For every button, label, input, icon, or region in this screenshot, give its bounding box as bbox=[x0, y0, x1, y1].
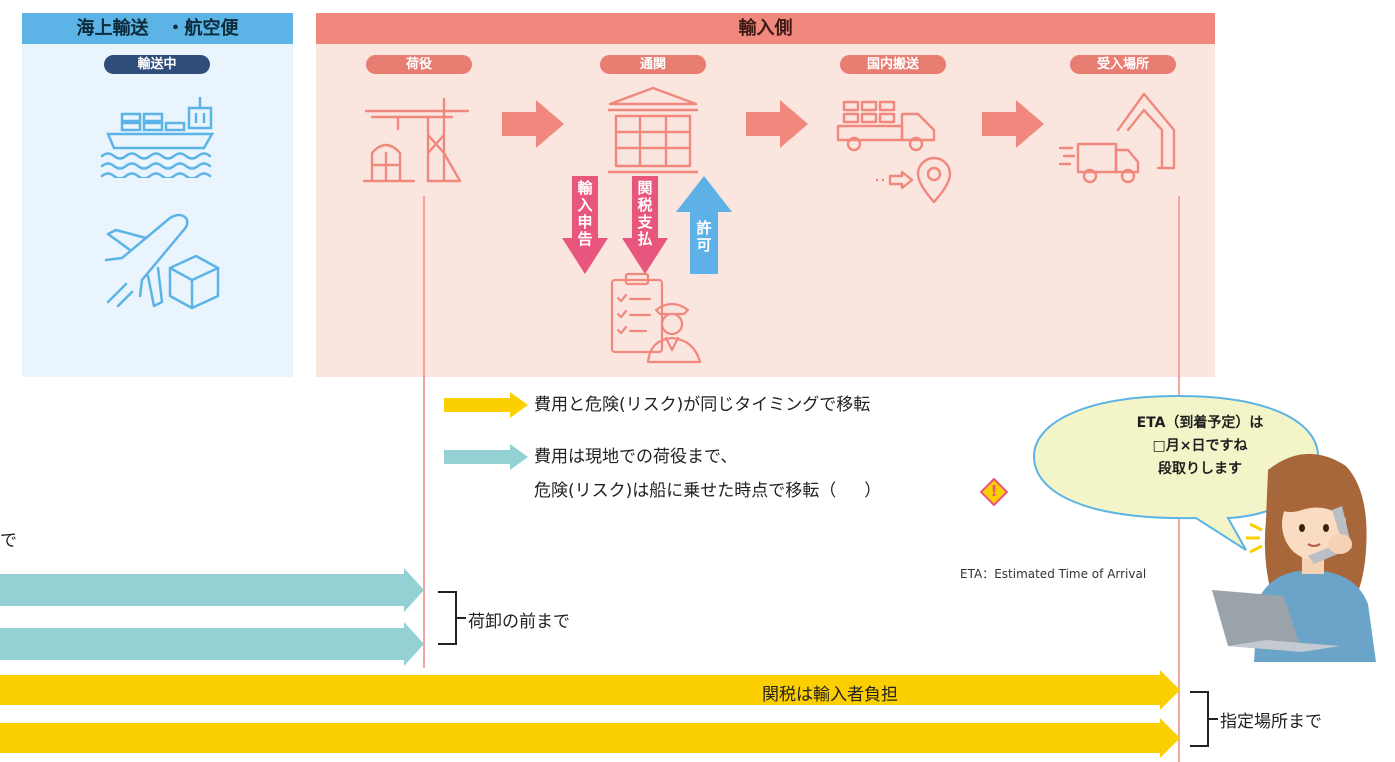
teal-cost-bar bbox=[0, 568, 424, 612]
permission-text: 許可 bbox=[696, 219, 712, 254]
speech-line-2: □月×日ですね bbox=[1152, 438, 1248, 454]
transport-panel-header: 海上輸送 ・航空便 bbox=[22, 13, 293, 44]
unloading-reference-line bbox=[423, 196, 425, 668]
operator-illustration bbox=[1212, 453, 1376, 662]
in-transit-pill: 輸送中 bbox=[104, 55, 210, 74]
yellow-bar-text: 関税は輸入者負担 bbox=[762, 685, 898, 705]
customs-officer-icon bbox=[610, 272, 702, 364]
duty-payment-arrow bbox=[622, 176, 668, 274]
warning-mark: ! bbox=[990, 482, 998, 500]
speech-line-3: 段取りします bbox=[1158, 461, 1242, 477]
legend-yellow-arrow bbox=[444, 392, 528, 418]
teal-bracket bbox=[438, 591, 466, 645]
ship-icon bbox=[100, 96, 215, 178]
import-panel bbox=[316, 13, 1215, 377]
teal-risk-bar bbox=[0, 622, 424, 666]
step-pill-receiving-place: 受入場所 bbox=[1070, 55, 1176, 74]
yellow-cost-bar bbox=[0, 670, 1180, 710]
step-pill-domestic-transport: 国内搬送 bbox=[840, 55, 946, 74]
speech-bubble bbox=[1032, 394, 1320, 551]
step-pill-customs: 通関 bbox=[600, 55, 706, 74]
import-panel-header: 輸入側 bbox=[316, 13, 1215, 44]
speech-line-1: ETA（到着予定）は bbox=[1136, 415, 1264, 431]
customs-building-icon bbox=[608, 86, 698, 174]
flow-arrow-3 bbox=[982, 100, 1044, 148]
crane-icon bbox=[362, 97, 470, 183]
import-declaration-text: 輸入申告 bbox=[577, 179, 593, 248]
warehouse-icon bbox=[1058, 92, 1176, 184]
import-declaration-arrow bbox=[562, 176, 608, 274]
eta-note: ETA：Estimated Time of Arrival bbox=[960, 567, 1147, 581]
legend-teal-text-line2: 危険(リスク)は船に乗せた時点で移転（ ） bbox=[534, 479, 881, 503]
speech-bubble-text: ETA（到着予定）は □月×日ですね 段取りします bbox=[1060, 412, 1340, 481]
yellow-risk-bar bbox=[0, 718, 1180, 758]
flow-arrow-2 bbox=[746, 100, 808, 148]
duty-payment-text: 関税支払 bbox=[637, 179, 653, 248]
yellow-bracket-label: 指定場所まで bbox=[1220, 712, 1322, 732]
airplane-cargo-icon bbox=[104, 213, 220, 310]
warning-diamond-icon bbox=[980, 478, 1008, 506]
permission-arrow bbox=[676, 176, 732, 274]
teal-bracket-label: 荷卸の前まで bbox=[468, 612, 570, 632]
flow-arrow-1 bbox=[502, 100, 564, 148]
truck-icon bbox=[836, 100, 936, 152]
cut-off-text-fragment: で bbox=[0, 531, 17, 551]
legend-teal-text-after: ） bbox=[864, 481, 882, 501]
step-pill-unloading: 荷役 bbox=[366, 55, 472, 74]
delivery-location-icon bbox=[876, 156, 952, 204]
legend-teal-arrow bbox=[444, 444, 528, 470]
legend-teal-text-line1: 費用は現地での荷役まで、 bbox=[534, 447, 738, 467]
legend-yellow-text: 費用と危険(リスク)が同じタイミングで移転 bbox=[534, 395, 871, 415]
legend-teal-text-before: 危険(リスク)は船に乗せた時点で移転（ bbox=[534, 481, 837, 501]
yellow-bracket bbox=[1190, 691, 1218, 747]
